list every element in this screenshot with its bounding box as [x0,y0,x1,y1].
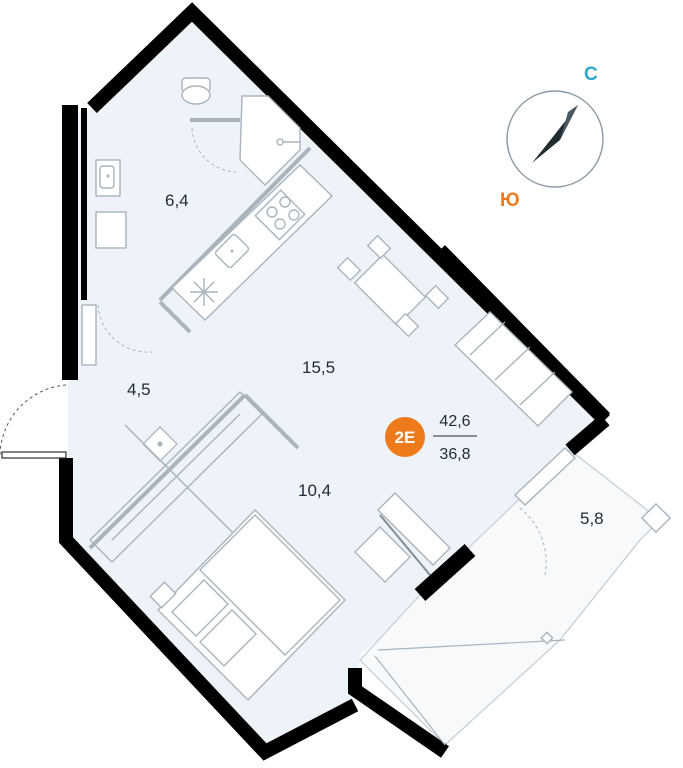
sink-icon [95,159,121,197]
door-leaf [1,451,67,459]
room-area-balcony: 5,8 [580,509,604,528]
snowflake-icon [190,278,218,306]
wall-notch [565,414,610,456]
kitchen-counter [170,164,334,321]
wall-balcony-stub [414,544,476,601]
wall-left-bottom [59,458,359,761]
wall-bottom-right [348,668,449,758]
apartment-type-label: 2E [395,428,416,447]
bathroom-fixtures [95,77,301,249]
sink-icon [214,233,250,269]
stove-icon [254,189,306,241]
bed-icon [149,509,346,701]
room-area-bedroom: 10,4 [298,481,331,500]
walls [59,2,610,761]
total-area: 42,6 [439,413,470,430]
desk-icon [354,492,451,583]
washing-machine-icon [95,211,127,249]
room-area-hallway: 4,5 [127,380,151,399]
living-area: 36,8 [439,446,470,463]
apartment-badge: 2E 42,6 36,8 [385,413,477,463]
sofa-icon [453,311,573,427]
partition-bedroom-right [243,393,300,450]
compass-north-label: С [584,64,598,85]
apartment-type-badge [385,417,425,457]
compass-needle-north [560,105,578,140]
balcony-window [374,502,672,746]
entrance-door[interactable] [0,384,67,459]
hallway-cabinet [81,304,178,462]
table-icon [336,234,450,338]
room-area-bathroom: 6,4 [165,191,189,210]
partition-hall [158,300,192,334]
shower-icon [239,95,301,186]
compass-south-label: Ю [500,190,520,211]
toilet-icon [181,77,211,105]
door-swing-arc [0,384,67,456]
wall-upper-right [435,245,610,423]
compass-icon [506,90,604,188]
room-area-living-kitchen: 15,5 [302,358,335,377]
bath-door-arc [191,127,237,173]
partition-bedroom [88,393,247,550]
balcony-door[interactable] [513,447,577,576]
